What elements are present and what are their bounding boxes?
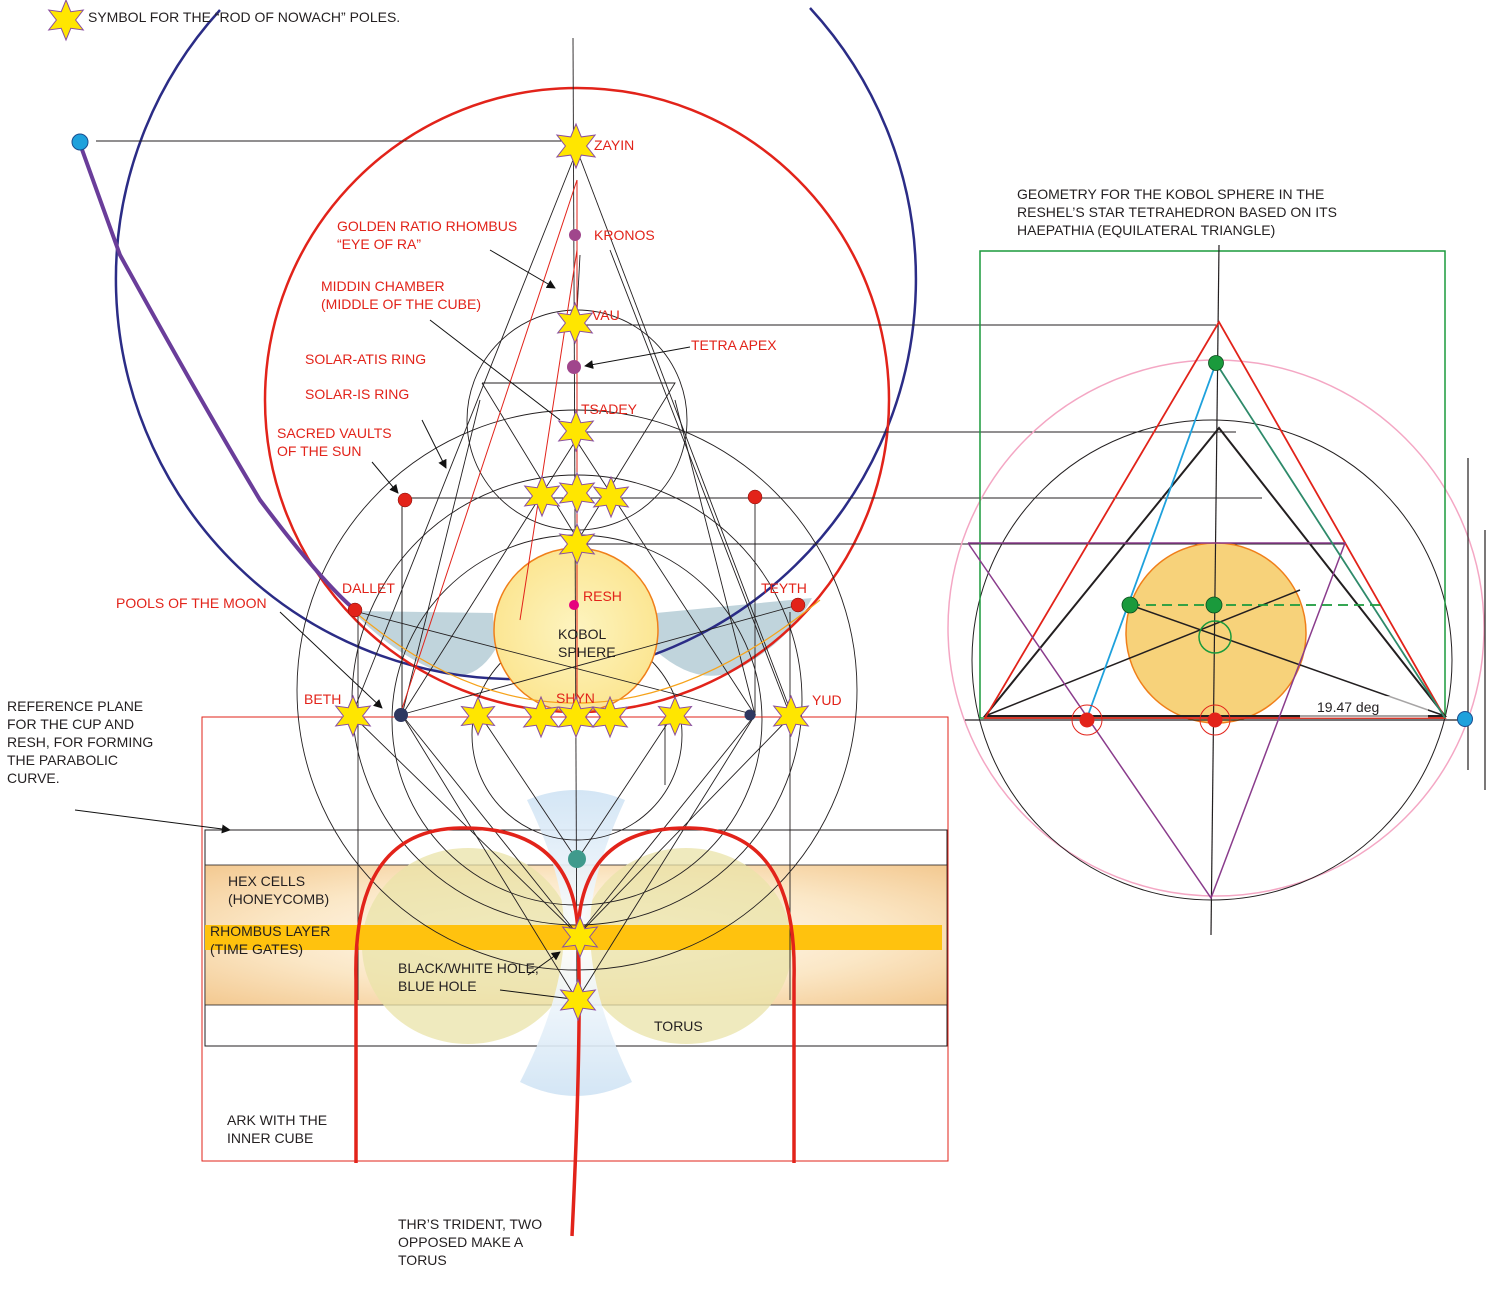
label-geo-3: HAEPATHIA (EQUILATERAL TRIANGLE) — [1017, 222, 1275, 238]
star-tsadey-icon — [557, 409, 595, 453]
star-beth-icon — [334, 694, 372, 738]
label-bw-2: BLUE HOLE — [398, 978, 477, 994]
label-ref-5: CURVE. — [7, 770, 60, 786]
label-teyth: TEYTH — [761, 580, 807, 596]
green-edge — [1215, 362, 1446, 719]
purple-nodes — [567, 229, 581, 374]
label-kronos: KRONOS — [594, 227, 655, 243]
star-inner-left-icon — [460, 695, 496, 737]
star-sacred-center-icon — [558, 471, 596, 515]
label-resh: RESH — [583, 588, 622, 604]
parabolic-curve — [354, 599, 821, 704]
label-torus: TORUS — [654, 1018, 703, 1034]
label-ref-2: FOR THE CUP AND — [7, 716, 134, 732]
label-rhombus-1: RHOMBUS LAYER — [210, 923, 330, 939]
label-geo-1: GEOMETRY FOR THE KOBOL SPHERE IN THE — [1017, 186, 1324, 202]
label-rhombus-2: (TIME GATES) — [210, 941, 303, 957]
legend-text: SYMBOL FOR THE “ROD OF NOWACH” POLES. — [88, 9, 400, 25]
label-tsadey: TSADEY — [581, 401, 638, 417]
star-zayin-icon — [555, 122, 597, 170]
star-hole-icon — [561, 915, 599, 959]
star-sacred-right-icon — [592, 475, 630, 519]
label-hex-2: (HONEYCOMB) — [228, 891, 329, 907]
teal-node — [568, 850, 586, 868]
rod-of-nowach-stars — [47, 0, 810, 1022]
label-zayin: ZAYIN — [594, 137, 634, 153]
label-angle: 19.47 deg — [1317, 699, 1379, 715]
label-ref-1: REFERENCE PLANE — [7, 698, 143, 714]
star-resh-top-icon — [558, 522, 596, 566]
star-inner-right-icon — [657, 695, 693, 737]
label-thr-3: TORUS — [398, 1252, 447, 1268]
label-sacred-1: SACRED VAULTS — [277, 425, 392, 441]
purple-pole-curve — [78, 143, 357, 612]
star-lower-icon — [559, 978, 597, 1022]
kobol-tetrahedron-figure — [947, 244, 1486, 936]
pools-of-the-moon — [352, 598, 812, 676]
label-bw-1: BLACK/WHITE HOLE, — [398, 960, 539, 976]
star-vau-icon — [556, 301, 594, 345]
label-dallet: DALLET — [342, 580, 395, 596]
label-geo-2: RESHEL’S STAR TETRAHEDRON BASED ON ITS — [1017, 204, 1337, 220]
label-kobol-1: KOBOL — [558, 626, 606, 642]
label-golden-ratio-1: GOLDEN RATIO RHOMBUS — [337, 218, 517, 234]
red-nodes — [347, 489, 806, 618]
label-beth: BETH — [304, 691, 341, 707]
label-golden-ratio-2: “EYE OF RA” — [337, 236, 421, 252]
label-ark-2: INNER CUBE — [227, 1130, 313, 1146]
pointer-arrows — [74, 249, 691, 1001]
kobol-sphere-right — [1125, 542, 1307, 724]
label-sacred-2: OF THE SUN — [277, 443, 362, 459]
label-kobol-2: SPHERE — [558, 644, 616, 660]
label-solar-atis: SOLAR-ATIS RING — [305, 351, 426, 367]
label-middin-2: (MIDDLE OF THE CUBE) — [321, 296, 481, 312]
label-solar-is: SOLAR-IS RING — [305, 386, 409, 402]
blue-pole-node — [71, 133, 89, 151]
label-middin-1: MIDDIN CHAMBER — [321, 278, 445, 294]
legend-star-icon — [47, 0, 85, 42]
blue-edge — [1086, 362, 1217, 719]
label-tetra-apex: TETRA APEX — [691, 337, 777, 353]
label-thr-2: OPPOSED MAKE A — [398, 1234, 524, 1250]
label-yud: YUD — [812, 692, 842, 708]
star-yud-icon — [772, 694, 810, 738]
label-shyn: SHYN — [556, 690, 595, 706]
label-ark-1: ARK WITH THE — [227, 1112, 327, 1128]
star-sacred-left-icon — [523, 474, 561, 518]
label-pools: POOLS OF THE MOON — [116, 595, 267, 611]
green-center-ring — [1198, 620, 1232, 654]
blue-node-right — [1457, 711, 1473, 727]
label-thr-1: THR’S TRIDENT, TWO — [398, 1216, 542, 1232]
label-ref-4: THE PARABOLIC — [7, 752, 118, 768]
resh-node — [569, 600, 579, 610]
thrs-trident — [354, 826, 796, 1237]
label-vau: VAU — [592, 307, 620, 323]
label-hex-1: HEX CELLS — [228, 873, 305, 889]
star-shyn-right-icon — [591, 695, 629, 739]
label-ref-3: RESH, FOR FORMING — [7, 734, 153, 750]
construction-lines — [96, 37, 1345, 1001]
